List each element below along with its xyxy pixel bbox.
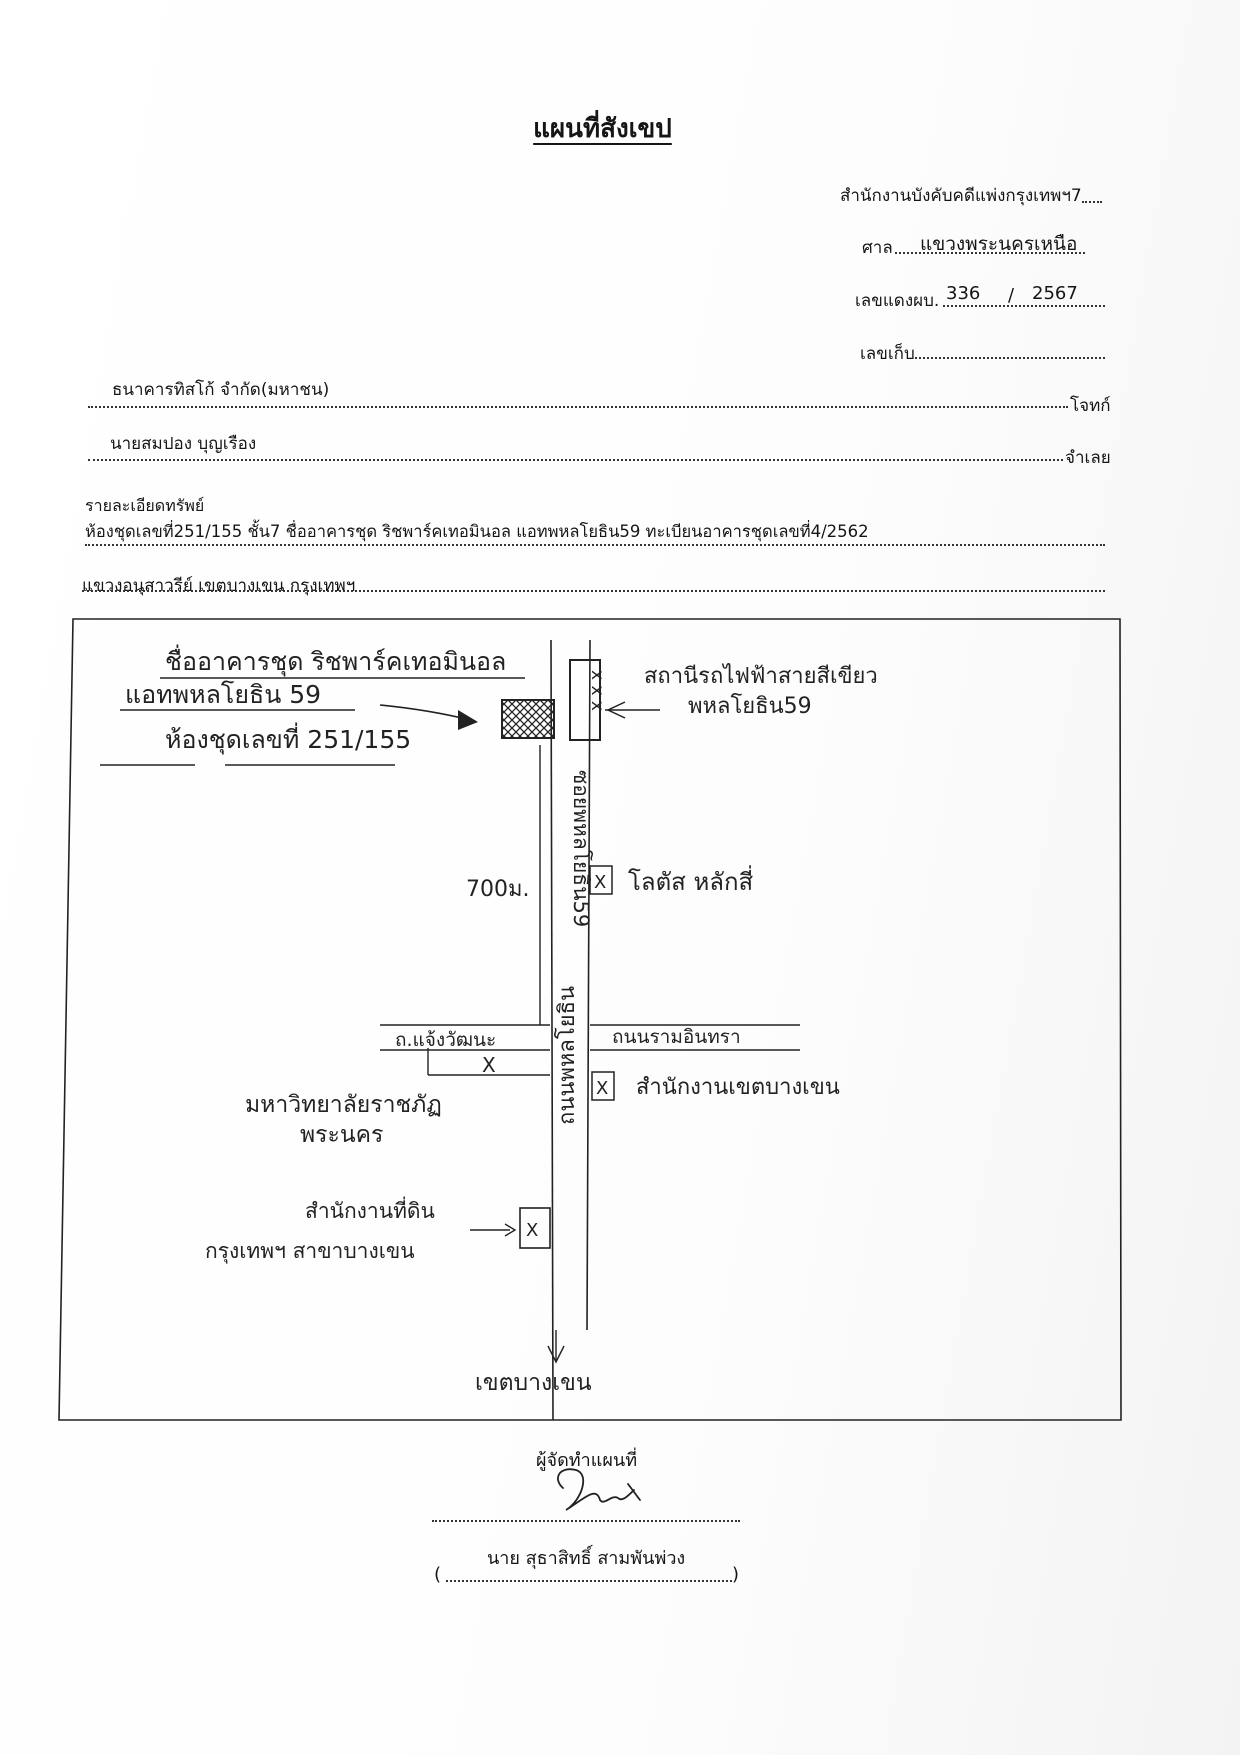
road-left-label: ถ.แจ้งวัฒนะ [395, 1029, 496, 1051]
court-label: ศาล [862, 238, 893, 258]
plaintiff-dots [88, 406, 1068, 408]
building-label-1: ชื่ออาคารชุด ริชพาร์คเทอมินอล [165, 644, 506, 677]
defendant-dots [88, 459, 1063, 461]
court-dots [895, 252, 1085, 254]
university-label-2: พระนคร [300, 1122, 383, 1148]
lotus-label: โลตัส หลักสี่ [628, 865, 754, 896]
plaintiff-role: โจทก์ [1070, 396, 1111, 416]
main-road-line-right [586, 639, 591, 1331]
district-office-mark: X [596, 1078, 608, 1099]
defendant-role: จำเลย [1065, 448, 1111, 468]
signer-name-dots [446, 1580, 732, 1582]
signer-open-paren: ( [434, 1564, 442, 1585]
page-title: แผนที่สังเขป [533, 114, 672, 144]
case-red-dots [943, 305, 1105, 307]
land-office-label-1: สำนักงานที่ดิน [305, 1196, 435, 1223]
lane-label: ซอยพหลโยธิน59 [569, 770, 593, 927]
case-storage-dots [915, 357, 1105, 359]
land-office-mark: X [526, 1220, 538, 1241]
station-pointer-arrow-icon [606, 701, 626, 719]
building-pointer-arrowhead-icon [458, 710, 478, 730]
station-label-2: พหลโยธิน59 [688, 693, 812, 719]
map-frame [58, 618, 1122, 1421]
signature-scribble [557, 1468, 641, 1511]
case-red-year: 2567 [1032, 283, 1078, 304]
lotus-mark: X [594, 872, 606, 893]
office-dots [1082, 201, 1102, 203]
signature-caption: ผู้จัดทำแผนที่ [536, 1450, 638, 1471]
property-heading: รายละเอียดทรัพย์ [85, 496, 205, 515]
university-mark: X [482, 1053, 496, 1077]
lotus-marker-box [589, 865, 613, 895]
main-road-line-left [550, 639, 554, 1421]
station-label-1: สถานีรถไฟฟ้าสายสีเขียว [644, 663, 878, 689]
building-pointer-arrow [379, 704, 471, 721]
court-value: แขวงพระนครเหนือ [920, 233, 1078, 255]
plaintiff-name: ธนาคารทิสโก้ จำกัด(มหาชน) [112, 380, 330, 400]
case-red-label: เลขแดงผบ. [855, 291, 940, 311]
main-road-label: ถนนพหลโยธิน [554, 986, 580, 1125]
signer-close-paren: ) [732, 1564, 740, 1585]
district-office-label: สำนักงานเขตบางเขน [636, 1075, 840, 1100]
case-red-separator: / [1008, 285, 1015, 306]
property-line-1-dots [85, 544, 1105, 546]
signature-dots [432, 1520, 740, 1522]
bts-station-box [569, 659, 601, 741]
land-office-pointer-arrow-icon [504, 1223, 517, 1237]
land-office-label-2: กรุงเทพฯ สาขาบางเขน [205, 1239, 415, 1264]
distance-label: 700ม. [466, 877, 530, 902]
land-office-marker-box [519, 1207, 551, 1249]
bottom-direction-label: เขตบางเขน [475, 1370, 592, 1396]
district-office-marker-box [591, 1071, 615, 1101]
defendant-name: นายสมปอง บุญเรือง [110, 434, 257, 454]
property-line-2-dots [82, 590, 1105, 592]
case-red-number: 336 [946, 283, 981, 304]
building-label-2: แอทพหลโยธิน 59 [125, 680, 321, 709]
condo-building-icon [501, 699, 555, 739]
building-label-3: ห้องชุดเลขที่ 251/155 [165, 722, 411, 755]
case-storage-label: เลขเก็บ [860, 344, 915, 364]
station-marks: x x x [587, 670, 607, 711]
university-label-1: มหาวิทยาลัยราชภัฏ [245, 1092, 442, 1118]
south-arrow-icon [547, 1345, 565, 1364]
road-right-label: ถนนรามอินทรา [612, 1026, 741, 1048]
signer-name: นาย สุธาสิทธิ์ สามพันพ่วง [487, 1548, 686, 1569]
office-name: สำนักงานบังคับคดีแพ่งกรุงเทพฯ7 [840, 186, 1082, 206]
property-line-1: ห้องชุดเลขที่251/155 ชั้น7 ชื่ออาคารชุด … [85, 522, 869, 541]
